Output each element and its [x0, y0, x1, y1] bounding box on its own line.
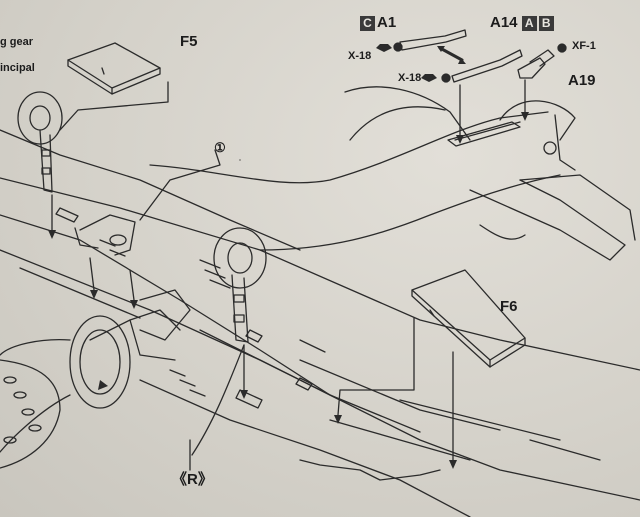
label-a19: A19: [568, 72, 596, 89]
left-wheel: [17, 91, 63, 145]
wing-trailing-edge: [0, 214, 640, 501]
side-marker: 《R》: [172, 471, 213, 488]
a1-text: A1: [377, 14, 397, 31]
right-wheel: [213, 227, 267, 289]
part-a14: [451, 49, 523, 83]
wing-lower-edge: [139, 379, 471, 517]
part-a1: [399, 29, 467, 51]
engine-cowl: [69, 315, 131, 409]
part-a19: [517, 57, 546, 79]
label-f6: F6: [500, 298, 518, 315]
label-xf1: XF-1: [572, 40, 596, 52]
tag-b: B: [538, 15, 554, 31]
step-marker: ①: [214, 140, 226, 155]
fuselage-spine: [454, 121, 521, 141]
tag-a: A: [521, 15, 537, 31]
label-f5: F5: [180, 33, 198, 50]
fin: [499, 100, 576, 141]
panel-f5: [67, 42, 161, 89]
legend-line-1: g gear: [0, 36, 34, 48]
a14-text: A14: [490, 14, 518, 31]
horizontal-stabilizer: [344, 86, 471, 141]
label-x18-upper: X-18: [348, 50, 372, 62]
tag-c: C: [360, 15, 375, 31]
panel-f6: [411, 269, 526, 361]
wing-leading-edge: [0, 177, 640, 371]
fuselage-lower: [259, 174, 561, 251]
legend-line-2: incipal: [0, 62, 35, 74]
label-x18-lower: X-18: [398, 72, 422, 84]
